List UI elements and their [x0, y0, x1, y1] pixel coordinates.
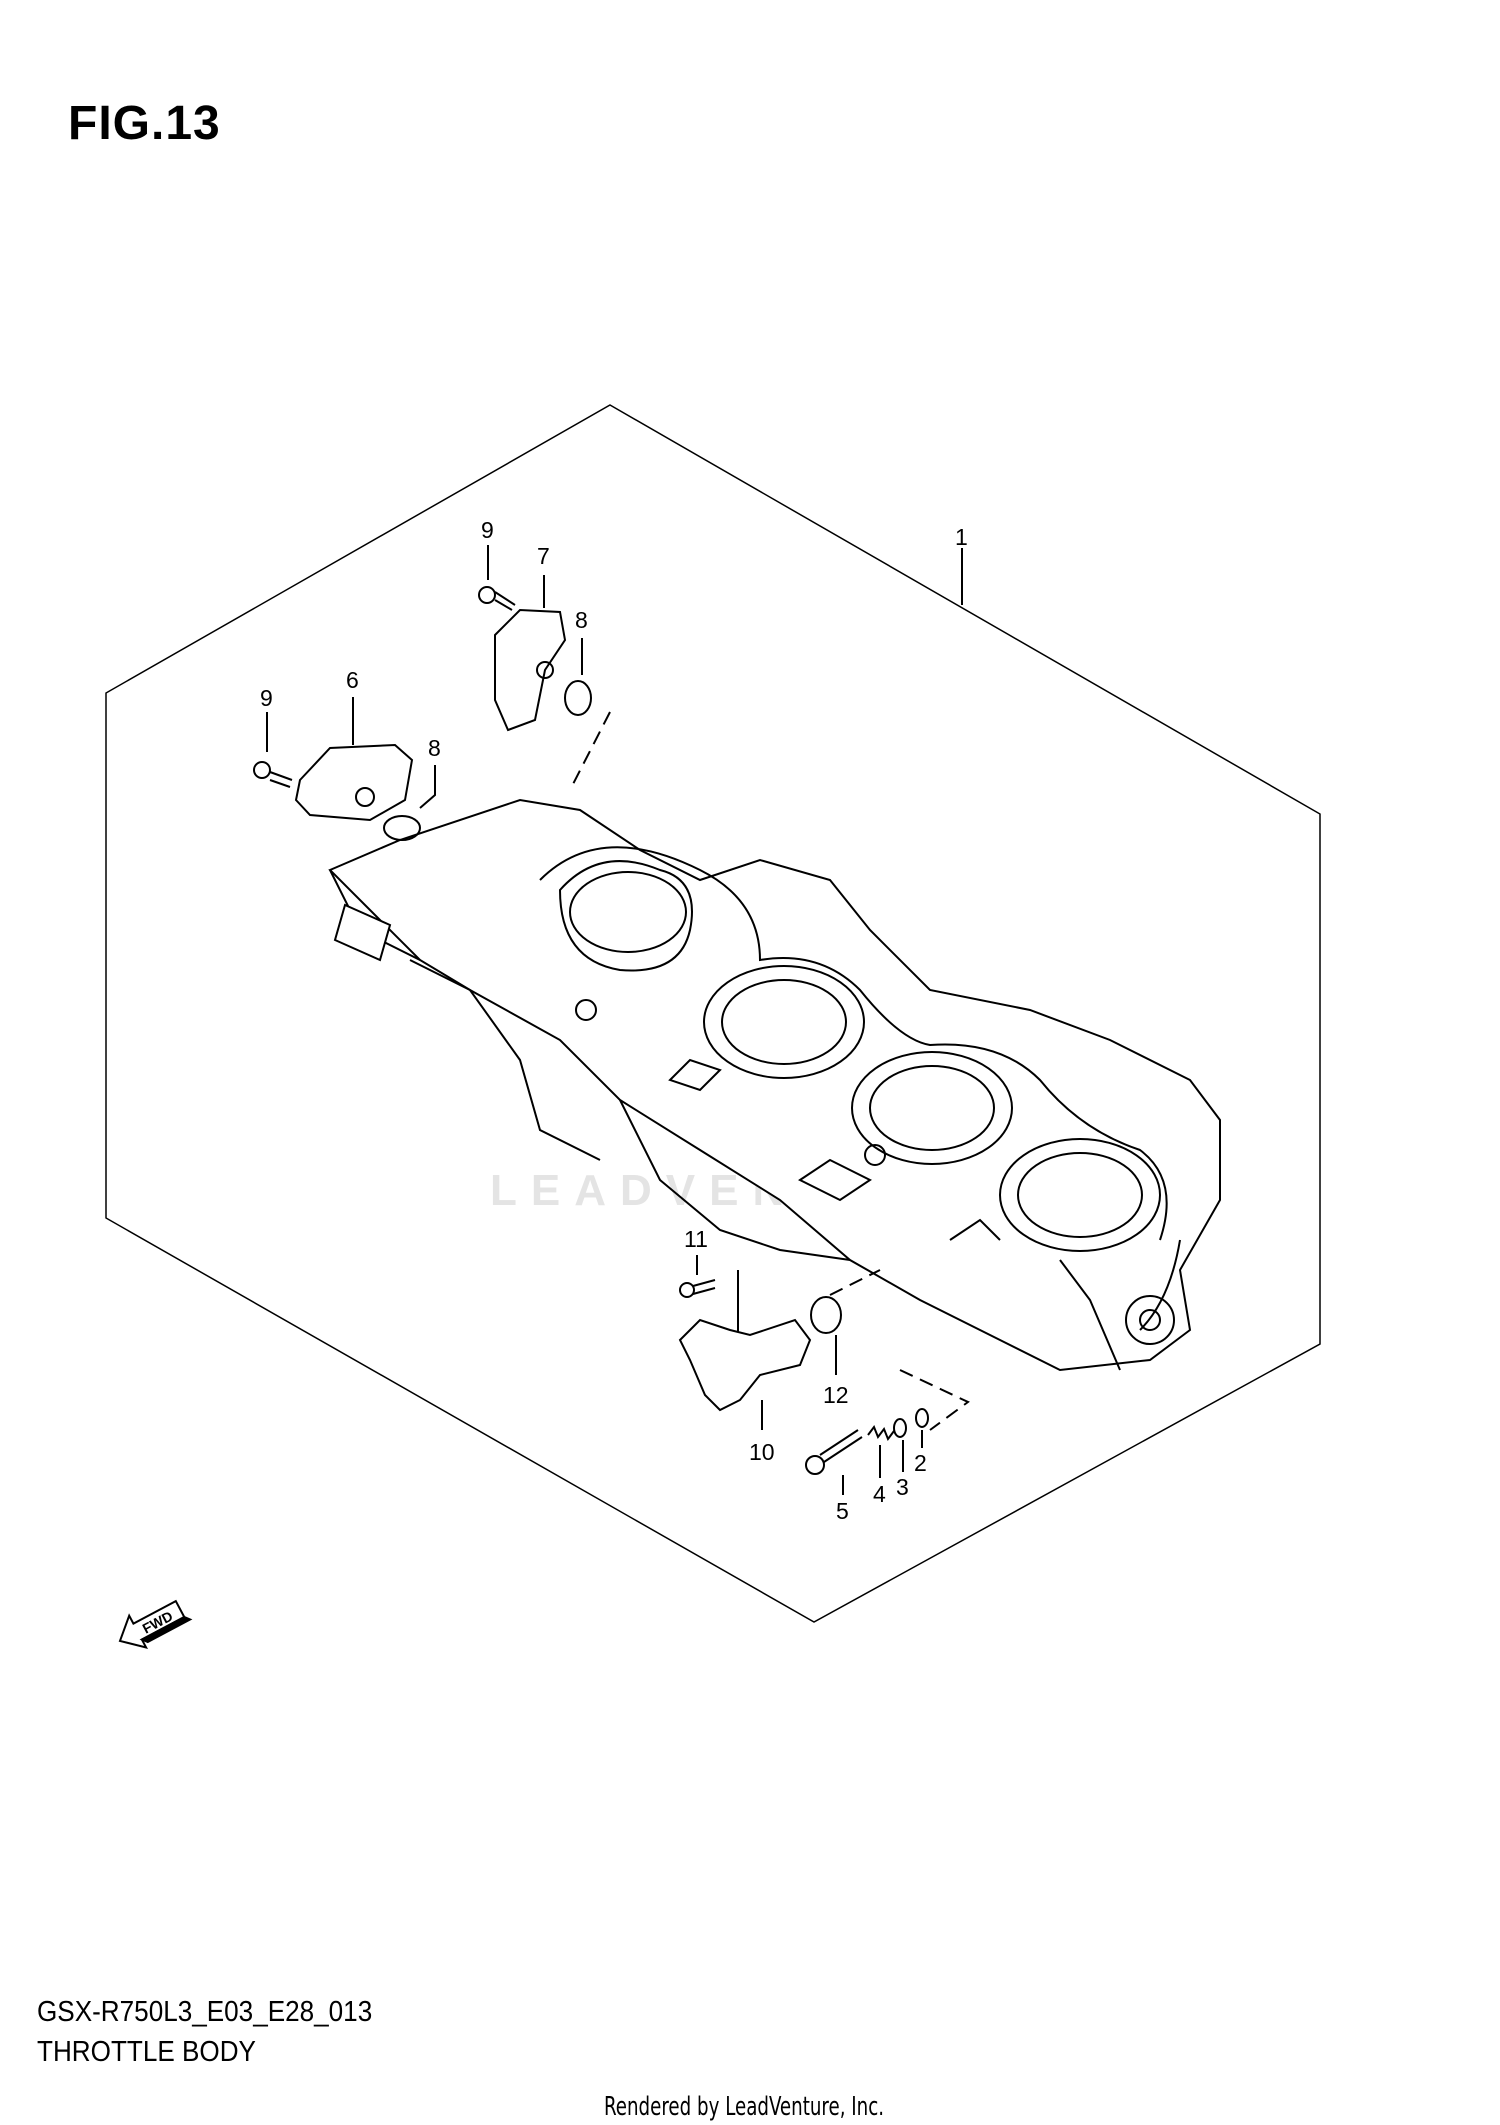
part-8-oring-upper[interactable] — [564, 638, 592, 716]
render-credit: Rendered by LeadVenture, Inc. — [604, 2092, 885, 2122]
part-7-sensor[interactable] — [494, 575, 567, 732]
callout-12: 12 — [823, 1382, 849, 1408]
callout-1: 1 — [955, 524, 968, 550]
callout-10: 10 — [749, 1439, 775, 1465]
diagram-name: THROTTLE BODY — [37, 2036, 256, 2068]
part-6-sensor[interactable] — [294, 697, 414, 822]
fwd-arrow-icon: FWD — [118, 1599, 193, 1649]
throttle-body-assembly[interactable] — [328, 798, 1221, 1372]
leader-line-2 — [899, 1369, 970, 1431]
callout-4: 4 — [873, 1481, 886, 1507]
diagram-code: GSX-R750L3_E03_E28_013 — [37, 1996, 373, 2028]
callout-2: 2 — [914, 1450, 927, 1476]
callout-8-upper: 8 — [575, 607, 588, 633]
leader-line-12 — [829, 1269, 881, 1296]
part-5-screw[interactable] — [805, 1429, 863, 1495]
part-12-oring[interactable] — [810, 1296, 842, 1375]
part-2-oring[interactable] — [915, 1408, 929, 1448]
part-4-spring[interactable] — [867, 1424, 895, 1478]
callout-3: 3 — [896, 1474, 909, 1500]
part-10-sensor[interactable] — [678, 1318, 812, 1430]
part-8-oring-lower[interactable] — [383, 765, 436, 841]
callout-8-lower: 8 — [428, 735, 441, 761]
callout-11: 11 — [684, 1226, 708, 1252]
part-9-screw-upper[interactable] — [478, 545, 516, 611]
leader-line-7 — [569, 711, 611, 791]
callout-7: 7 — [537, 543, 550, 569]
part-3-washer[interactable] — [893, 1418, 907, 1472]
callout-6: 6 — [346, 667, 359, 693]
callout-9-lower: 9 — [260, 685, 273, 711]
figure-title: FIG.13 — [68, 97, 221, 150]
callout-5: 5 — [836, 1498, 849, 1524]
callout-9-upper: 9 — [481, 517, 494, 543]
part-9-screw-lower[interactable] — [253, 712, 293, 788]
assembly-outline — [105, 404, 1321, 1623]
part-11-screw[interactable] — [679, 1255, 716, 1298]
